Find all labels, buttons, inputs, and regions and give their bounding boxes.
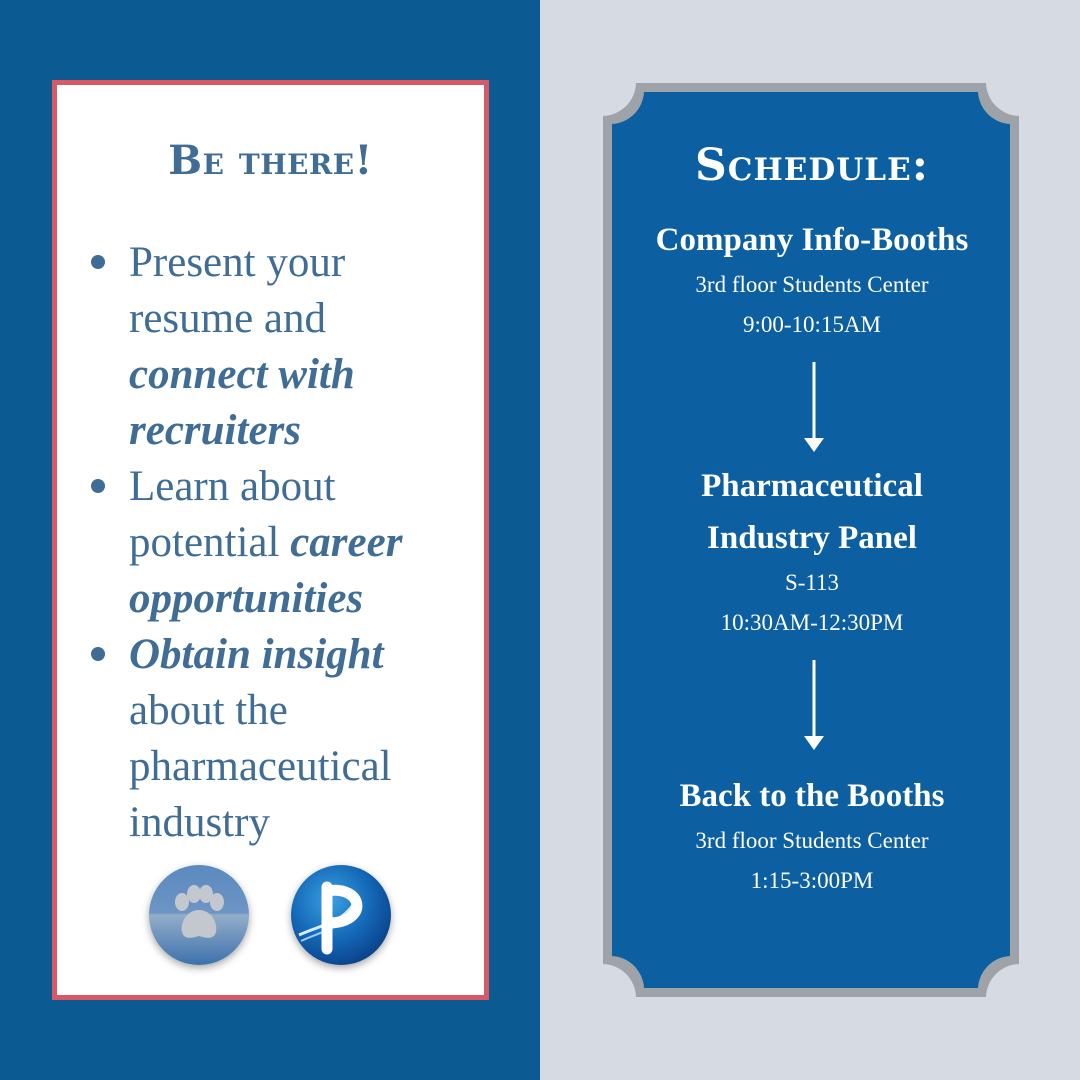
benefit-text: Present your resume and (129, 239, 346, 342)
schedule-title: Schedule: (695, 140, 929, 191)
benefit-emphasis: connect with recruiters (129, 351, 355, 454)
event-title-info-booths: Company Info-Booths (655, 222, 969, 258)
benefit-emphasis: career opportunities (129, 519, 403, 622)
letter-p-icon (291, 865, 391, 965)
benefit-item-insight: Obtain insight about the pharmaceutical … (89, 627, 459, 851)
paw-print-icon (149, 865, 249, 965)
benefit-text: Learn about potential (129, 463, 336, 566)
benefit-emphasis: Obtain insight (129, 631, 384, 678)
event-time: 1:15-3:00PM (750, 868, 874, 893)
benefit-text: about the pharmaceutical industry (129, 687, 392, 846)
bullet-dot-icon (91, 647, 105, 661)
bullet-dot-icon (91, 255, 105, 269)
schedule-panel: Schedule: Company Info-Booths 3rd floor … (612, 92, 1012, 988)
event-title-back-to-booths: Back to the Booths (679, 778, 945, 814)
arrow-down-icon (804, 362, 824, 452)
event-location: S-113 (784, 570, 840, 595)
event-location: 3rd floor Students Center (695, 828, 929, 853)
schedule-frame (603, 83, 1019, 997)
bullet-dot-icon (91, 479, 105, 493)
benefits-list: Present your resume and connect with rec… (89, 235, 459, 851)
event-time: 9:00-10:15AM (743, 312, 881, 337)
event-time: 10:30AM-12:30PM (720, 610, 904, 635)
arrow-down-icon (804, 660, 824, 750)
be-there-title: Be there! (168, 137, 373, 184)
event-location: 3rd floor Students Center (695, 272, 929, 297)
benefit-item-careers: Learn about potential career opportuniti… (89, 459, 459, 627)
event-title-panel: Industry Panel (707, 520, 917, 556)
be-there-card: Be there! Present your resume and connec… (52, 80, 489, 1000)
benefit-item-resume: Present your resume and connect with rec… (89, 235, 459, 459)
event-title-panel: Pharmaceutical (701, 468, 923, 504)
